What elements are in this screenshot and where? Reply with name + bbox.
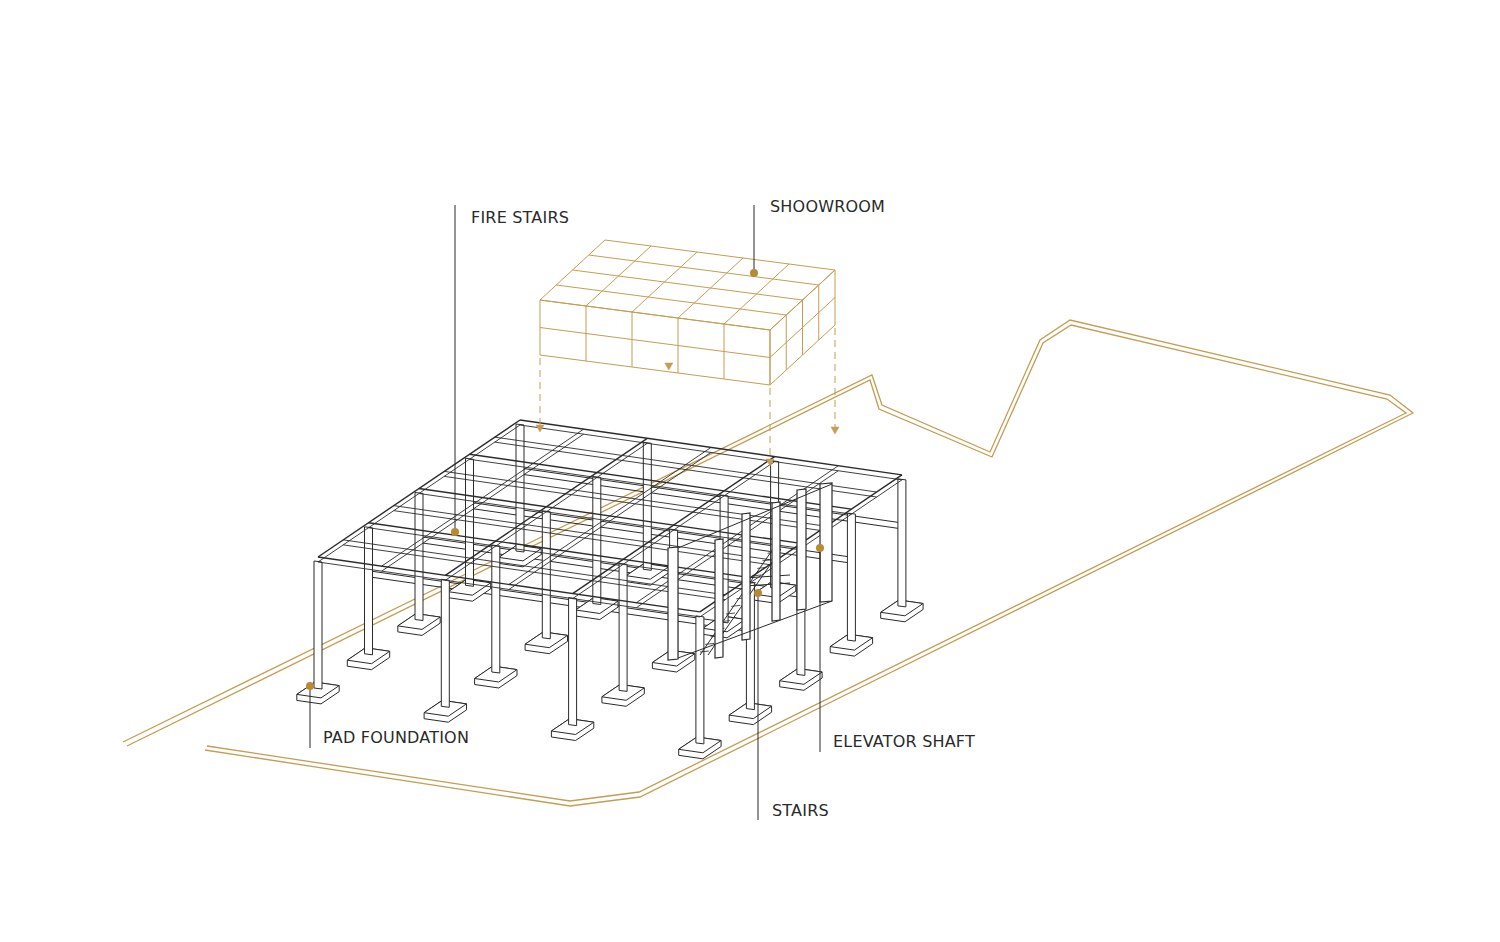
roof-beam bbox=[318, 562, 700, 617]
column bbox=[569, 598, 577, 726]
roof-beam bbox=[495, 437, 877, 492]
column bbox=[492, 545, 500, 673]
leader-dot bbox=[816, 544, 824, 552]
roof-beam bbox=[520, 425, 902, 480]
mid-beam bbox=[520, 474, 902, 529]
stair-landing bbox=[745, 583, 790, 586]
column bbox=[696, 616, 704, 744]
stair-step bbox=[726, 613, 735, 614]
showroom-grid bbox=[540, 328, 770, 358]
showroom-grid bbox=[556, 285, 786, 315]
column bbox=[314, 561, 322, 689]
stair-step bbox=[731, 605, 740, 606]
drop-arrow bbox=[766, 459, 774, 466]
roof-beam bbox=[470, 454, 852, 509]
leader-lines bbox=[310, 205, 820, 820]
showroom-grid bbox=[605, 240, 835, 270]
showroom-grid bbox=[589, 255, 819, 285]
column bbox=[619, 563, 627, 691]
showroom-grid bbox=[770, 270, 835, 330]
drop-arrow bbox=[831, 427, 839, 434]
stair-stringer bbox=[700, 549, 773, 655]
roof-beam bbox=[369, 523, 751, 578]
leader-line bbox=[758, 593, 759, 820]
shaft-wall bbox=[742, 513, 750, 640]
roof-beam bbox=[700, 475, 902, 612]
roof-beam bbox=[520, 420, 902, 475]
drop-arrow bbox=[536, 425, 544, 432]
roof-beam bbox=[444, 476, 826, 531]
structure bbox=[297, 420, 923, 759]
leader-dot bbox=[754, 589, 762, 597]
shaft-wall bbox=[715, 539, 723, 658]
part-label: ELEVATOR SHAFT bbox=[833, 732, 975, 752]
site-outline bbox=[123, 320, 1413, 806]
drop-line bbox=[835, 328, 836, 428]
showroom-volume bbox=[536, 240, 839, 466]
showroom-grid bbox=[770, 298, 835, 358]
part-label: SHOOWROOM bbox=[770, 197, 885, 217]
showroom-grid bbox=[540, 355, 770, 385]
stair-step bbox=[705, 643, 714, 644]
stair-step bbox=[762, 560, 771, 561]
leader-dots bbox=[306, 269, 824, 690]
stair-step bbox=[752, 575, 761, 576]
leader-dot bbox=[750, 269, 758, 277]
shaft-wall bbox=[668, 547, 678, 660]
part-label: PAD FOUNDATION bbox=[323, 728, 469, 748]
stair-landing bbox=[745, 575, 790, 578]
showroom-grid bbox=[770, 325, 835, 385]
roof-beam bbox=[444, 471, 826, 526]
drop-arrow bbox=[665, 363, 673, 370]
mid-beam bbox=[470, 508, 852, 563]
showroom-grid bbox=[573, 270, 803, 300]
showroom-grid bbox=[540, 300, 770, 330]
mid-beam bbox=[369, 577, 751, 632]
column bbox=[441, 579, 449, 707]
site-boundary bbox=[123, 320, 1413, 806]
shaft-wall bbox=[820, 483, 832, 602]
leader-line bbox=[754, 205, 755, 272]
stair-step bbox=[700, 651, 709, 652]
column bbox=[365, 527, 373, 655]
part-label: STAIRS bbox=[772, 801, 829, 821]
leader-line bbox=[820, 548, 821, 752]
roof-beam bbox=[700, 480, 902, 617]
roof-beam bbox=[369, 528, 751, 583]
drop-line bbox=[770, 388, 771, 460]
drop-line bbox=[540, 358, 541, 426]
roof-beam bbox=[470, 459, 852, 514]
shaft-wall bbox=[678, 484, 832, 548]
column bbox=[898, 479, 906, 607]
showroom-grid bbox=[540, 300, 770, 330]
site-boundary bbox=[127, 325, 1406, 801]
column bbox=[847, 513, 855, 641]
leader-line bbox=[455, 205, 456, 530]
part-label: FIRE STAIRS bbox=[471, 208, 569, 228]
roof-beam bbox=[318, 557, 700, 612]
shaft-wall bbox=[772, 502, 780, 621]
leader-dot bbox=[451, 528, 459, 536]
shaft-wall bbox=[678, 601, 832, 658]
leader-dot bbox=[306, 682, 314, 690]
shaft-wall bbox=[797, 489, 806, 610]
leader-line bbox=[310, 686, 311, 748]
stair-step bbox=[757, 567, 766, 568]
